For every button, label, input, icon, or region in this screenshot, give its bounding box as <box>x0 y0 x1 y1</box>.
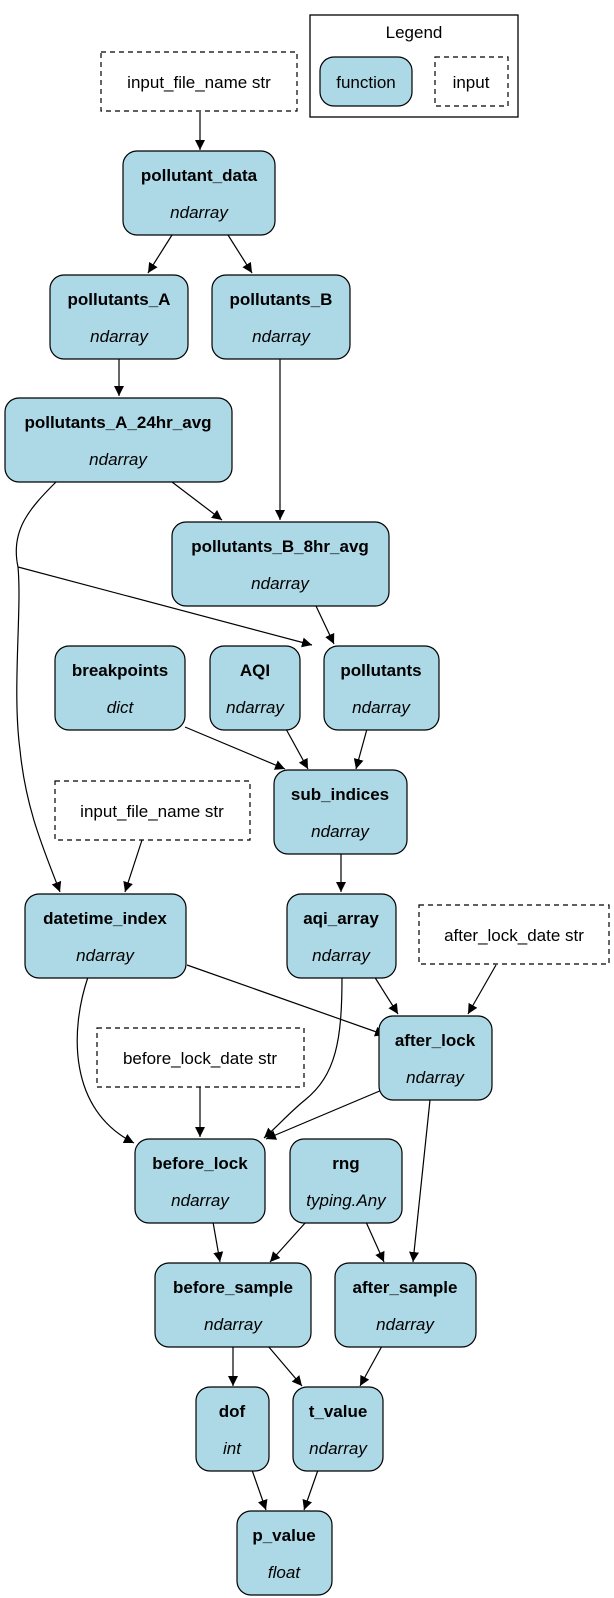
input-input-file-name-top: input_file_name str <box>100 51 298 112</box>
node-type: ndarray <box>251 574 310 593</box>
edge-dof-to-p-value <box>251 1469 268 1511</box>
edge-rng-to-after-sample <box>365 1221 385 1263</box>
node-type: ndarray <box>311 822 370 841</box>
legend: Legend function input <box>309 14 519 118</box>
edge-24hr-avg-to-8hr-avg <box>171 481 223 521</box>
node-type: typing.Any <box>306 1191 387 1210</box>
node-name: pollutant_data <box>141 166 258 185</box>
node-type: float <box>268 1563 301 1582</box>
edge-rng-to-before-sample <box>269 1221 307 1263</box>
node-name: before_lock <box>152 1154 248 1173</box>
node-pollutants: pollutants ndarray <box>323 645 440 731</box>
node-p-value: p_value float <box>236 1510 333 1596</box>
node-pollutant-data: pollutant_data ndarray <box>122 150 276 236</box>
node-before-lock: before_lock ndarray <box>134 1138 266 1224</box>
edge-input-file-to-datetime-index <box>123 839 143 893</box>
edge-before-sample-to-t-value <box>267 1345 303 1387</box>
edge-pollutant-data-to-pollutants-b <box>227 234 253 274</box>
node-breakpoints: breakpoints dict <box>54 645 186 731</box>
node-before-sample: before_sample ndarray <box>154 1262 312 1348</box>
node-type: ndarray <box>226 698 285 717</box>
node-type: ndarray <box>376 1315 435 1334</box>
node-name: AQI <box>240 661 270 680</box>
edge-pollutant-data-to-pollutants-a <box>147 234 173 274</box>
edge-after-sample-to-t-value <box>359 1345 383 1387</box>
node-type: ndarray <box>171 1191 230 1210</box>
node-name: aqi_array <box>303 909 379 928</box>
edge-t-value-to-p-value <box>302 1469 319 1511</box>
node-name: t_value <box>309 1402 368 1421</box>
input-label: before_lock_date str <box>123 1049 277 1068</box>
node-type: ndarray <box>76 946 135 965</box>
node-name: datetime_index <box>43 909 167 928</box>
node-type: ndarray <box>170 203 229 222</box>
node-name: pollutants_A_24hr_avg <box>24 413 211 432</box>
node-after-sample: after_sample ndarray <box>334 1262 477 1348</box>
node-name: pollutants_B_8hr_avg <box>191 537 369 556</box>
node-t-value: t_value ndarray <box>292 1386 384 1472</box>
node-type: dict <box>107 698 135 717</box>
node-name: pollutants_A <box>68 290 171 309</box>
legend-function-label: function <box>336 73 396 92</box>
node-name: pollutants_B <box>230 290 333 309</box>
node-rng: rng typing.Any <box>289 1138 403 1224</box>
legend-title: Legend <box>386 23 443 42</box>
node-datetime-index: datetime_index ndarray <box>24 893 187 979</box>
input-label: after_lock_date str <box>444 926 584 945</box>
node-aqi: AQI ndarray <box>209 645 301 731</box>
node-name: dof <box>219 1402 246 1421</box>
input-input-file-name-middle: input_file_name str <box>54 780 251 841</box>
edges <box>15 112 497 1511</box>
edge-24hr-avg-to-datetime-index <box>16 566 62 893</box>
edge-aqi-to-sub-indices <box>285 728 309 770</box>
edge-before-lock-to-before-sample <box>212 1221 224 1263</box>
edge-after-lock-date-to-after-lock <box>467 964 497 1015</box>
node-name: sub_indices <box>291 785 389 804</box>
edge-24hr-avg-to-pollutants <box>15 481 313 648</box>
node-after-lock: after_lock ndarray <box>378 1015 493 1101</box>
edge-8hr-avg-to-pollutants <box>315 605 335 645</box>
node-name: breakpoints <box>72 661 168 680</box>
node-type: ndarray <box>90 327 149 346</box>
node-aqi-array: aqi_array ndarray <box>286 893 397 979</box>
edge-datetime-index-to-before-lock <box>76 976 135 1144</box>
edge-aqi-array-to-after-lock <box>373 975 399 1015</box>
node-type: ndarray <box>406 1068 465 1087</box>
node-pollutants-b-8hr-avg: pollutants_B_8hr_avg ndarray <box>171 521 390 607</box>
edge-aqi-array-to-before-lock <box>263 976 343 1139</box>
input-before-lock-date: before_lock_date str <box>96 1027 305 1088</box>
edge-datetime-index-to-after-lock <box>186 964 386 1037</box>
node-type: ndarray <box>252 327 311 346</box>
node-name: after_sample <box>353 1278 458 1297</box>
node-type: int <box>223 1439 242 1458</box>
input-label: input_file_name str <box>80 802 224 821</box>
node-type: ndarray <box>312 946 371 965</box>
node-dof: dof int <box>195 1386 270 1472</box>
node-type: ndarray <box>89 450 148 469</box>
legend-function-swatch <box>319 56 413 107</box>
node-name: pollutants <box>340 661 421 680</box>
node-type: ndarray <box>204 1315 263 1334</box>
input-label: input_file_name str <box>127 73 271 92</box>
input-after-lock-date: after_lock_date str <box>418 904 610 965</box>
node-name: p_value <box>252 1526 315 1545</box>
node-name: rng <box>332 1154 359 1173</box>
legend-input-swatch <box>434 56 509 107</box>
node-type: ndarray <box>309 1439 368 1458</box>
node-name: after_lock <box>395 1031 476 1050</box>
node-sub-indices: sub_indices ndarray <box>273 769 408 855</box>
node-pollutants-a: pollutants_A ndarray <box>49 274 189 360</box>
edge-after-lock-to-after-sample <box>409 1099 431 1263</box>
node-pollutants-a-24hr-avg: pollutants_A_24hr_avg ndarray <box>4 397 233 483</box>
node-name: before_sample <box>173 1278 293 1297</box>
node-type: ndarray <box>352 698 411 717</box>
edge-breakpoints-to-sub-indices <box>184 726 286 770</box>
edge-pollutants-to-sub-indices <box>353 728 368 770</box>
edge-after-lock-to-before-lock <box>265 1089 383 1140</box>
node-pollutants-b: pollutants_B ndarray <box>211 274 351 360</box>
legend-input-label: input <box>453 73 490 92</box>
